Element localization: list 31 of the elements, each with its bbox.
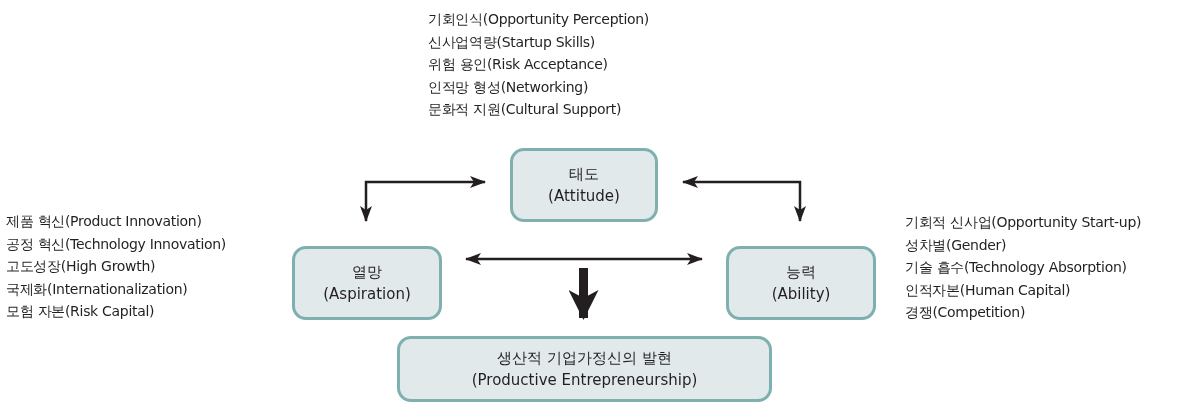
factor-label: 공정 혁신(Technology Innovation) xyxy=(6,234,226,254)
factor-label: 성차별(Gender) xyxy=(905,235,1008,255)
factor-label: 위험 용인(Risk Acceptance) xyxy=(428,55,609,74)
arrow xyxy=(360,176,486,222)
box-subtitle: (Attitude) xyxy=(548,186,620,207)
box-subtitle: (Productive Entrepreneurship) xyxy=(471,370,698,391)
box-title: 태도 xyxy=(569,164,599,185)
process-box xyxy=(397,336,772,402)
factor-label: 기회인식(Opportunity Perception) xyxy=(428,10,649,29)
box-subtitle: (Aspiration) xyxy=(323,284,411,305)
process-box xyxy=(726,246,876,320)
box-title: 능력 xyxy=(786,262,816,283)
factor-label: 제품 혁신(Product Innovation) xyxy=(6,212,203,231)
process-box xyxy=(510,148,658,222)
factor-label: 기술 흡수(Technology Absorption) xyxy=(905,258,1128,277)
arrow xyxy=(465,253,703,265)
factor-label: 문화적 지원(Cultural Support) xyxy=(428,100,623,119)
factor-label: 신사업역량(Startup Skills) xyxy=(428,32,596,52)
factor-label: 국제화(Internationalization) xyxy=(6,279,189,299)
factor-label: 모험 자본(Risk Capital) xyxy=(6,302,156,321)
factor-label: 고도성장(High Growth) xyxy=(6,257,157,276)
arrow xyxy=(682,176,806,222)
box-title: 생산적 기업가정신의 발현 xyxy=(497,348,672,369)
process-box xyxy=(292,246,442,320)
factor-label: 인적자본(Human Capital) xyxy=(905,280,1072,300)
factor-label: 기회적 신사업(Opportunity Start-up) xyxy=(905,213,1142,232)
box-title: 열망 xyxy=(352,262,382,283)
factor-label: 인적망 형성(Networking) xyxy=(428,77,590,97)
arrow xyxy=(568,268,599,320)
box-subtitle: (Ability) xyxy=(771,284,831,305)
factor-label: 경쟁(Competition) xyxy=(905,303,1027,322)
